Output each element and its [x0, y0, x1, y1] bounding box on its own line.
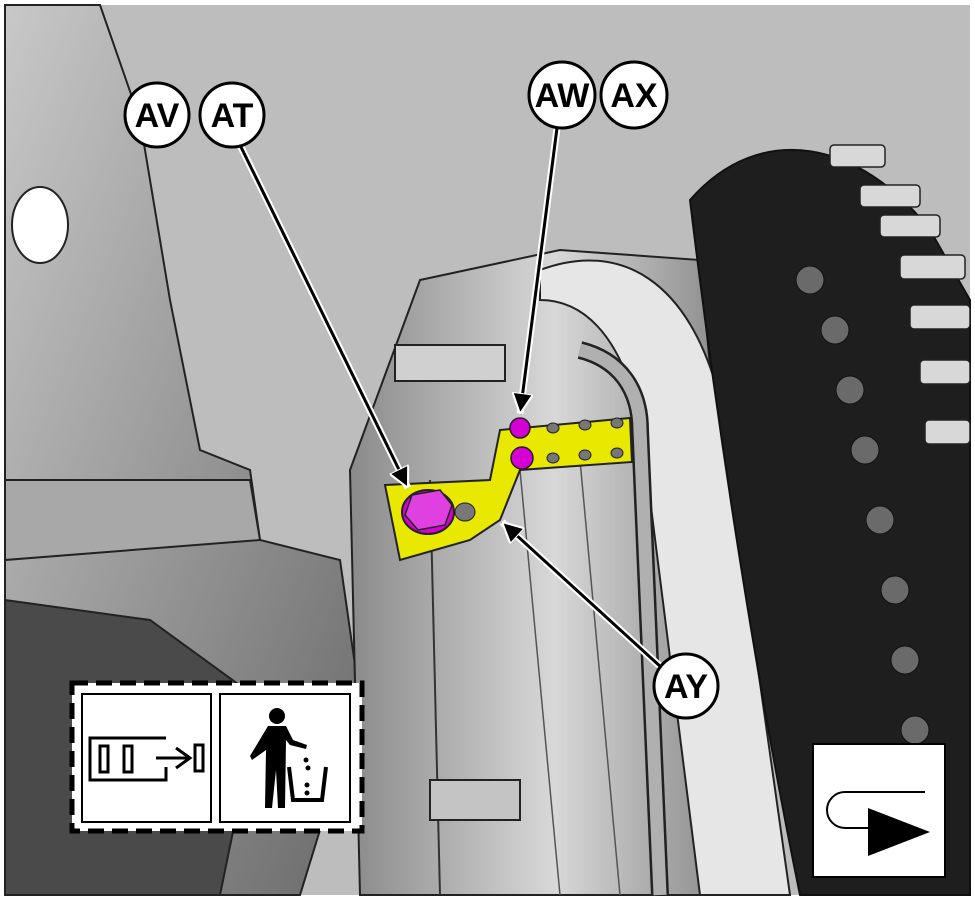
lower-fitting — [429, 779, 521, 821]
hose — [578, 343, 667, 896]
housing-flange — [4, 479, 262, 562]
play-arrow-icon — [868, 808, 930, 856]
callout-ay: AY — [652, 652, 720, 720]
next-step-button[interactable] — [812, 743, 946, 878]
gear-wheel — [688, 148, 971, 896]
return-path-icon — [826, 791, 925, 829]
gear-teeth — [829, 144, 971, 445]
leader-line-ay — [502, 522, 664, 670]
callout-at-label: AT — [211, 97, 254, 135]
small-bolt-upper — [509, 417, 531, 439]
callout-ax: AX — [599, 60, 669, 130]
leader-line-at — [238, 144, 410, 488]
leader-line-aw — [520, 127, 559, 414]
callout-aw-label: AW — [535, 77, 591, 115]
instruction-icons-panel — [69, 680, 365, 834]
bracket-holes — [454, 417, 624, 522]
callout-aw: AW — [527, 60, 597, 130]
callout-av: AV — [123, 81, 191, 149]
callout-at: AT — [198, 81, 266, 149]
gear-cogs — [795, 265, 930, 745]
replace-part-icon — [81, 693, 212, 823]
callout-av-label: AV — [135, 97, 180, 135]
small-bolt-lower — [510, 446, 534, 470]
dispose-waste-icon — [219, 693, 351, 823]
fasteners — [401, 417, 534, 535]
callout-ax-label: AX — [610, 77, 658, 115]
callout-ay-label: AY — [664, 668, 708, 706]
pipe-fitting — [394, 344, 506, 382]
mounting-hole — [11, 186, 69, 264]
